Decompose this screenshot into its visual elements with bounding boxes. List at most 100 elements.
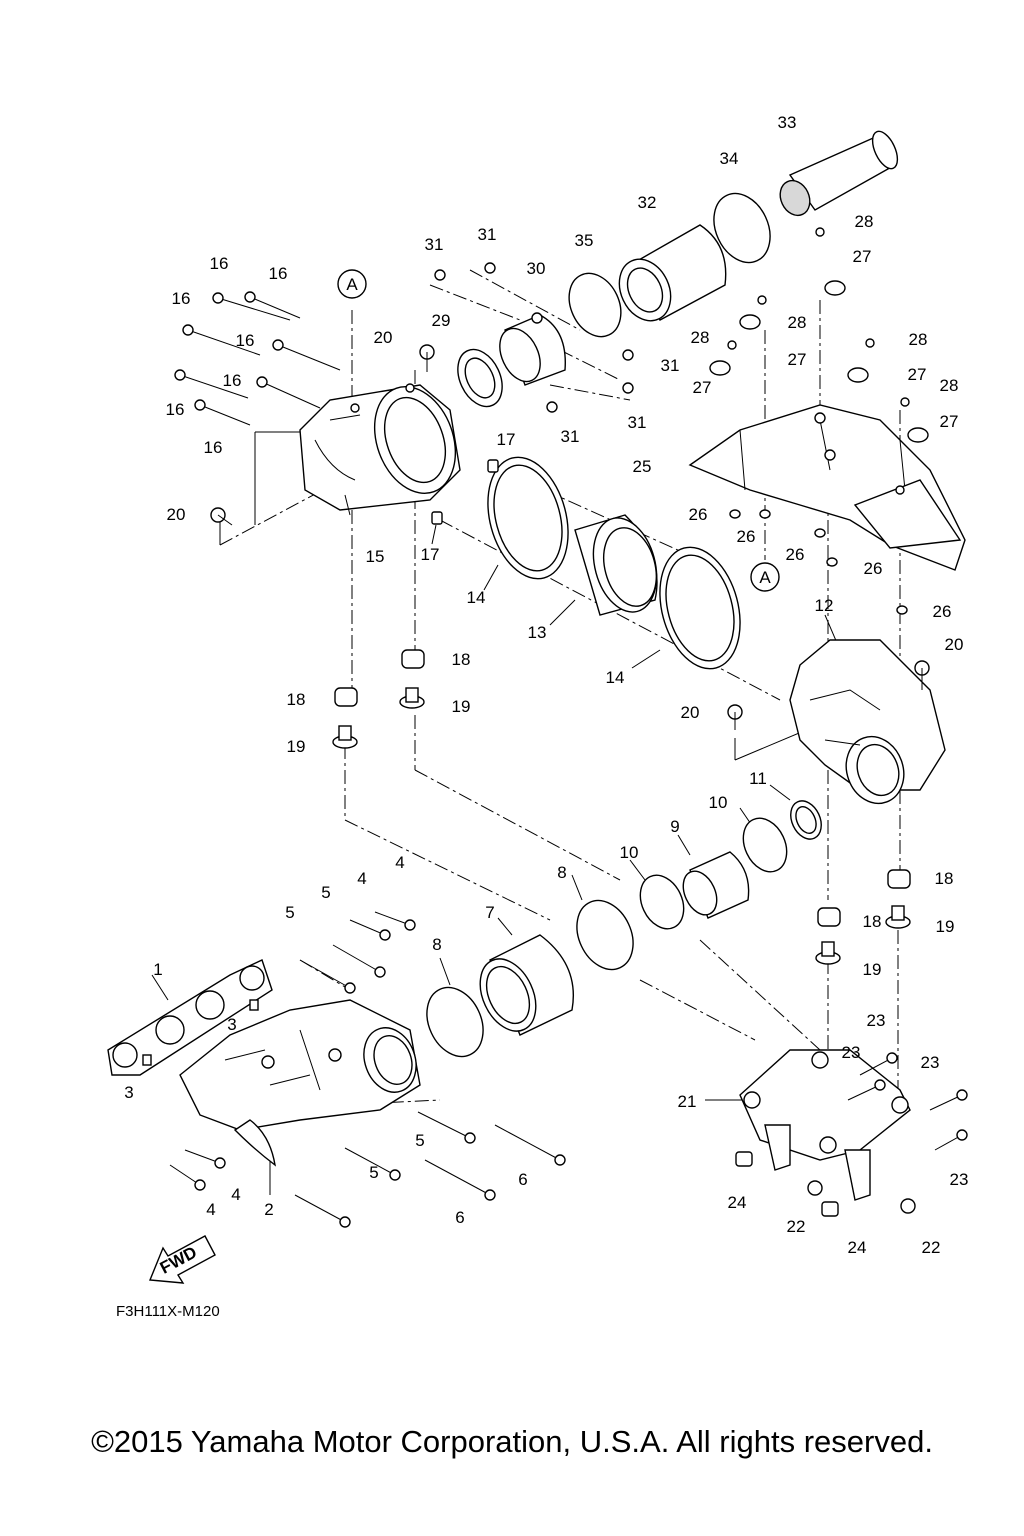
part-callout: 35	[575, 231, 594, 250]
part-callout: 32	[638, 193, 657, 212]
part-callout: 34	[720, 149, 739, 168]
part-callout: 4	[231, 1185, 240, 1204]
drawing-code: F3H111X-M120	[116, 1303, 220, 1320]
part-callout: 26	[786, 545, 805, 564]
part-callout: 20	[167, 505, 186, 524]
part-callout: 20	[945, 635, 964, 654]
part-callout: 21	[678, 1092, 697, 1111]
part-callout: 29	[432, 311, 451, 330]
clamp-8a-drawing	[576, 899, 634, 971]
cover-drawing	[688, 404, 966, 571]
part-callout: 11	[749, 769, 767, 788]
part-callout: 8	[432, 935, 441, 954]
part-callout: 28	[788, 313, 807, 332]
part-callouts: 1 2 3 3 4 4 4 4 5 5 5 5 6 6 7 8 8 9 10 1…	[124, 113, 968, 1257]
rubber-joint-drawing	[618, 224, 727, 322]
part-callout: 19	[452, 697, 471, 716]
part-callout: 27	[853, 247, 872, 266]
coupling-7-drawing	[479, 934, 574, 1036]
exhaust-manifold-drawing	[179, 999, 421, 1167]
part-callout: 16	[223, 371, 242, 390]
part-callout: 18	[452, 650, 471, 669]
part-callout: 31	[478, 225, 497, 244]
part-callout: 16	[269, 264, 288, 283]
part-callout: 18	[287, 690, 306, 709]
part-callout: 5	[321, 883, 330, 902]
part-callout: 3	[124, 1083, 133, 1102]
clamp-8b-drawing	[426, 986, 484, 1058]
part-callout: 31	[628, 413, 647, 432]
manifold-gasket-drawing	[107, 959, 273, 1076]
part-callout: 17	[421, 545, 440, 564]
ref-mark-text: A	[759, 568, 771, 587]
part-callout: 27	[940, 412, 959, 431]
part-callout: 18	[935, 869, 954, 888]
part-callout: 19	[863, 960, 882, 979]
part-callout: 31	[425, 235, 444, 254]
part-callout: 33	[778, 113, 797, 132]
part-callout: 23	[921, 1053, 940, 1072]
part-callout: 31	[661, 356, 680, 375]
part-callout: 19	[287, 737, 306, 756]
part-callout: 24	[848, 1238, 867, 1257]
part-callout: 25	[633, 457, 652, 476]
forward-direction-arrow: FWD	[148, 1235, 216, 1284]
part-callout: 28	[940, 376, 959, 395]
part-callout: 27	[908, 365, 927, 384]
part-callout: 30	[527, 259, 546, 278]
part-callout: 5	[415, 1131, 424, 1150]
part-callout: 26	[864, 559, 883, 578]
mount-bracket-drawing	[739, 1049, 911, 1201]
clamp-34-drawing	[713, 192, 771, 264]
copyright-notice: ©2015 Yamaha Motor Corporation, U.S.A. A…	[91, 1424, 933, 1459]
part-callout: 31	[561, 427, 580, 446]
part-drawings	[107, 130, 966, 1201]
part-callout: 4	[206, 1200, 215, 1219]
part-callout: 23	[842, 1043, 861, 1062]
part-callout: 13	[528, 623, 547, 642]
ref-mark-text: A	[346, 275, 358, 294]
hardware	[142, 227, 968, 1228]
part-callout: 22	[787, 1217, 806, 1236]
part-callout: 17	[497, 430, 516, 449]
part-callout: 14	[467, 588, 486, 607]
part-callout: 18	[863, 912, 882, 931]
part-callout: 24	[728, 1193, 747, 1212]
housing-drawing	[299, 383, 461, 516]
part-callout: 20	[681, 703, 700, 722]
duct-13-drawing	[574, 514, 658, 616]
part-callout: 5	[285, 903, 294, 922]
part-callout: 4	[395, 853, 404, 872]
part-callout: 23	[867, 1011, 886, 1030]
part-callout: 16	[166, 400, 185, 419]
reference-mark-a-lower: A	[750, 562, 780, 592]
part-callout: 19	[936, 917, 955, 936]
part-callout: 26	[689, 505, 708, 524]
part-callout: 12	[815, 596, 834, 615]
part-callout: 6	[455, 1208, 464, 1227]
part-callout: 28	[691, 328, 710, 347]
clamp-10b-drawing	[639, 874, 685, 930]
part-callout: 26	[737, 527, 756, 546]
part-callout: 9	[670, 817, 679, 836]
nozzle-housing-drawing	[789, 639, 946, 805]
part-callout: 1	[153, 960, 162, 979]
part-callout: 8	[557, 863, 566, 882]
adapter-drawing	[499, 312, 566, 386]
part-callout: 14	[606, 668, 625, 687]
part-callout: 6	[518, 1170, 527, 1189]
part-callout: 28	[909, 330, 928, 349]
part-callout: 27	[693, 378, 712, 397]
part-callout: 7	[485, 903, 494, 922]
part-callout: 26	[933, 602, 952, 621]
part-callout: 10	[709, 793, 728, 812]
intake-duct-drawing	[779, 130, 899, 217]
part-callout: 10	[620, 843, 639, 862]
part-callout: 2	[264, 1200, 273, 1219]
reference-mark-a-upper: A	[337, 269, 367, 299]
part-callout: 15	[366, 547, 385, 566]
part-callout: 22	[922, 1238, 941, 1257]
part-callout: 16	[204, 438, 223, 457]
part-callout: 20	[374, 328, 393, 347]
part-callout: 27	[788, 350, 807, 369]
